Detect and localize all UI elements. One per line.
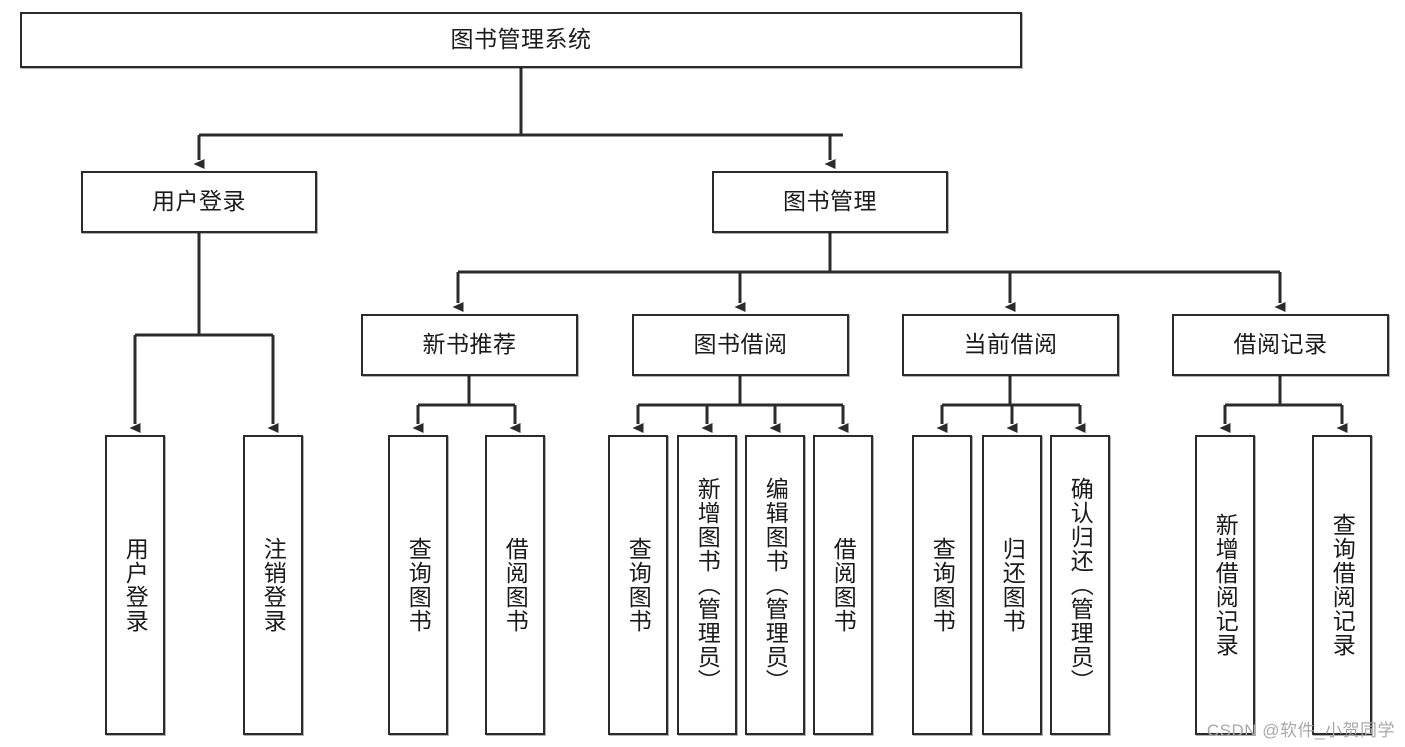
leaf-query-book-borrow[interactable]: 查询图书 xyxy=(608,435,668,735)
node-label: 新书推荐 xyxy=(422,331,517,358)
watermark: CSDN @软件_小贺同学 xyxy=(1206,721,1395,740)
leaf-query-book-recommend[interactable]: 查询图书 xyxy=(388,435,448,735)
node-label: 查询图书 xyxy=(405,537,432,633)
node-label: 借阅图书 xyxy=(830,537,857,633)
leaf-add-book-admin[interactable]: 新增图书（管理员） xyxy=(677,435,737,735)
node-label: 图书借阅 xyxy=(693,331,788,358)
leaf-query-book-current[interactable]: 查询图书 xyxy=(912,435,972,735)
leaf-borrow-book[interactable]: 借阅图书 xyxy=(813,435,873,735)
node-label: 借阅记录 xyxy=(1233,331,1328,358)
node-borrow-records[interactable]: 借阅记录 xyxy=(1172,314,1389,376)
leaf-borrow-book-recommend[interactable]: 借阅图书 xyxy=(485,435,545,735)
node-label: 新增借阅记录 xyxy=(1212,513,1239,657)
node-label: 查询借阅记录 xyxy=(1329,513,1356,657)
node-label: 用户登录 xyxy=(122,537,149,633)
leaf-return-book[interactable]: 归还图书 xyxy=(982,435,1042,735)
node-user-login[interactable]: 用户登录 xyxy=(81,171,317,233)
leaf-user-login[interactable]: 用户登录 xyxy=(105,435,165,735)
leaf-edit-book-admin[interactable]: 编辑图书（管理员） xyxy=(745,435,805,735)
node-label: 用户登录 xyxy=(152,188,246,215)
node-label: 注销登录 xyxy=(260,537,287,633)
leaf-logout[interactable]: 注销登录 xyxy=(243,435,303,735)
node-label: 图书管理系统 xyxy=(450,26,592,53)
node-book-management[interactable]: 图书管理 xyxy=(712,171,948,233)
leaf-add-borrow-record[interactable]: 新增借阅记录 xyxy=(1195,435,1255,735)
node-label: 借阅图书 xyxy=(502,537,529,633)
node-current-borrow[interactable]: 当前借阅 xyxy=(902,314,1119,376)
node-root[interactable]: 图书管理系统 xyxy=(20,12,1022,68)
node-label: 确认归还（管理员） xyxy=(1067,477,1094,693)
leaf-query-borrow-record[interactable]: 查询借阅记录 xyxy=(1312,435,1372,735)
node-book-borrow[interactable]: 图书借阅 xyxy=(632,314,849,376)
node-label: 归还图书 xyxy=(999,537,1026,633)
node-label: 编辑图书（管理员） xyxy=(762,477,789,693)
node-new-book-recommend[interactable]: 新书推荐 xyxy=(361,314,578,376)
node-label: 当前借阅 xyxy=(963,331,1058,358)
leaf-confirm-return-admin[interactable]: 确认归还（管理员） xyxy=(1050,435,1110,735)
node-label: 查询图书 xyxy=(929,537,956,633)
node-label: 图书管理 xyxy=(783,188,877,215)
node-label: 新增图书（管理员） xyxy=(694,477,721,693)
node-label: 查询图书 xyxy=(625,537,652,633)
